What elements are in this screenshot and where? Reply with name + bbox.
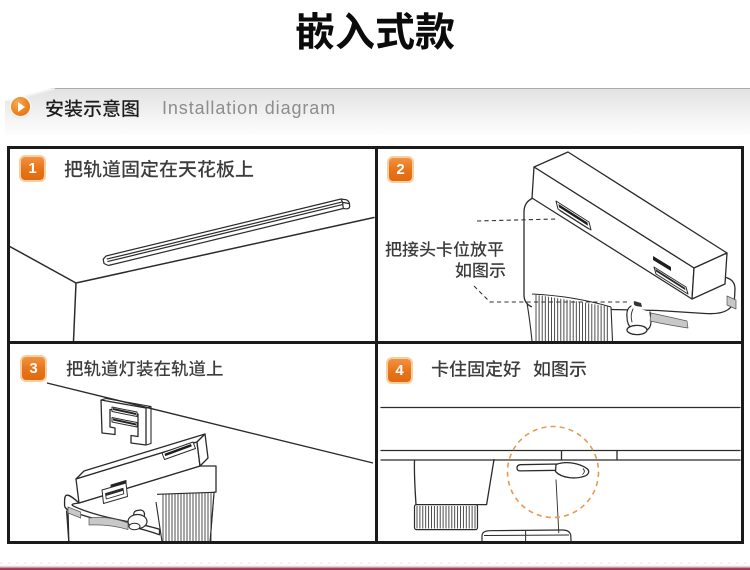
step4-caption-glyphs-a: [431, 360, 521, 378]
clip-knob: [626, 324, 648, 336]
step3-caption-glyphs: [66, 360, 223, 377]
box-slot-upper: [555, 200, 592, 231]
clip-spring-gray: [649, 312, 689, 329]
step2-label2-glyphs: [455, 262, 505, 278]
step4-drawing-wrap: [378, 344, 741, 546]
step3-caption: [66, 360, 223, 377]
header-zh-glyphs: [46, 99, 139, 118]
lamp-body-left-edge: [65, 510, 70, 543]
track-channel: [100, 397, 152, 446]
step2-drawing-wrap: [378, 149, 741, 346]
step3-drawing-wrap: [10, 344, 375, 546]
step1-panel: 1 把轨道固定在天花板上: [9, 149, 375, 342]
lock-lever: [516, 462, 590, 534]
section-header-zh: [46, 99, 139, 118]
step2-badge: 2: [389, 158, 412, 181]
box-slot-pair: [653, 256, 689, 295]
track-rail: [102, 198, 351, 267]
leader-dashes: [473, 218, 627, 303]
clip-latch-dark: [633, 301, 642, 307]
section-header-en: Installation diagram: [162, 98, 337, 118]
page-title-art: [296, 12, 455, 50]
adapter-box-end: [196, 433, 209, 467]
step1-drawing-wrap: [9, 149, 375, 346]
bottom-dotted-divider: [0, 562, 750, 564]
step2-panel: 2 把接头卡位放平 如图示: [378, 149, 741, 342]
cylinder-ribbed: [526, 293, 614, 342]
housing-side-gray: [67, 506, 82, 519]
step1-drawing: [9, 198, 375, 342]
play-triangle-icon: [18, 101, 25, 112]
ceiling-corner-lines: [9, 216, 375, 342]
step4-badge: 4: [388, 359, 411, 382]
page-title: 嵌入式款: [0, 0, 750, 60]
grid-divider-horizontal: [10, 341, 741, 344]
housing-end-gray: [726, 295, 737, 310]
cylinder-ribbed: [155, 491, 215, 543]
step3-panel: 3 把轨道灯装在轨道上: [10, 344, 375, 543]
clip-cluster: [88, 509, 148, 531]
step3-badge: 3: [22, 357, 45, 380]
step4-caption-glyphs-b: [533, 360, 586, 377]
lamp-plate: [481, 529, 572, 542]
play-icon: [11, 97, 30, 116]
grid-divider-vertical: [375, 149, 378, 541]
knurled-ring: [413, 504, 479, 531]
adapter-box-end: [691, 252, 728, 300]
title-glyphs: [296, 12, 455, 50]
clip-spring-gray: [88, 516, 129, 530]
box-slot-pair: [101, 480, 128, 504]
step4-panel: 4 卡住固定好 如图示: [378, 344, 741, 542]
section-header-bar: [5, 88, 750, 135]
highlight-dashed-circle: [506, 425, 600, 519]
box-slot-upper: [161, 441, 196, 460]
step3-drawing: [46, 382, 374, 543]
step2-drawing: [385, 151, 737, 342]
step1-badge: 1: [21, 157, 44, 180]
step4-caption: [431, 360, 586, 378]
installation-steps-grid: 1 把轨道固定在天花板上 2 把接头卡位放平: [7, 146, 744, 544]
step2-label1-glyphs: [385, 241, 504, 257]
track-side-lines: [380, 449, 741, 461]
step4-drawing: [380, 406, 741, 542]
bottom-crimson-line: [0, 565, 750, 570]
ceiling-line: [46, 382, 374, 464]
step1-caption: [64, 159, 254, 178]
step1-caption-glyphs: [64, 159, 254, 178]
canopy-outline: [413, 458, 495, 506]
